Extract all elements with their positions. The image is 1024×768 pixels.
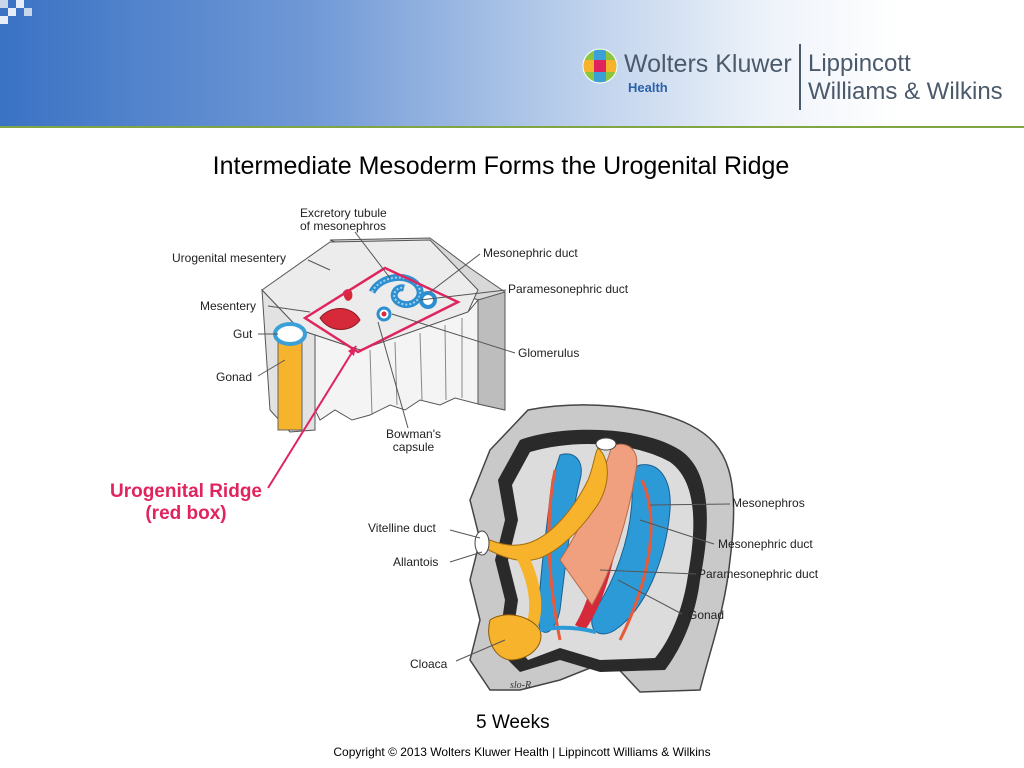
corner-square <box>24 8 32 16</box>
top-leader-lines <box>257 231 516 429</box>
embryo-5-weeks-illustration: slo-R <box>469 404 735 693</box>
label-paramesonephric-duct-bottom: Paramesonephric duct <box>698 567 819 581</box>
header-rule <box>0 126 1024 128</box>
partner-name-line1: Lippincott <box>808 50 911 77</box>
label-gonad-top: Gonad <box>216 370 253 384</box>
label-mesonephric-duct-top: Mesonephric duct <box>483 246 578 260</box>
brand-name: Wolters Kluwer <box>624 50 792 78</box>
bottom-leader-lines <box>449 503 731 662</box>
cross-section-illustration <box>261 237 506 489</box>
label-glomerulus: Glomerulus <box>518 346 580 360</box>
corner-square <box>8 8 16 16</box>
label-vitelline-duct: Vitelline duct <box>368 521 436 535</box>
copyright-footer: Copyright © 2013 Wolters Kluwer Health |… <box>333 745 711 759</box>
brand-sub: Health <box>628 80 668 95</box>
partner-name-line2: Williams & Wilkins <box>808 78 1003 105</box>
label-mesonephros: Mesonephros <box>732 496 805 510</box>
corner-square <box>0 16 8 24</box>
label-cloaca: Cloaca <box>410 657 448 671</box>
artist-signature: slo-R <box>510 680 531 691</box>
corner-square <box>0 0 8 8</box>
header-band <box>0 0 1024 128</box>
label-gonad-bottom: Gonad <box>688 608 725 622</box>
label-gut: Gut <box>233 327 253 341</box>
logo-divider <box>799 44 801 110</box>
label-paramesonephric-duct-top: Paramesonephric duct <box>508 282 629 296</box>
label-excretory-tubule: Excretory tubule of mesonephros <box>300 206 387 233</box>
slide-title: Intermediate Mesoderm Forms the Urogenit… <box>212 152 790 180</box>
label-allantois: Allantois <box>393 555 439 569</box>
label-mesentery: Mesentery <box>200 299 257 313</box>
stage-label: 5 Weeks <box>476 712 550 733</box>
label-bowmans-capsule: Bowman's capsule <box>386 427 441 454</box>
label-mesonephric-duct-bottom: Mesonephric duct <box>718 537 813 551</box>
publisher-logo: Wolters Kluwer Health Lippincott William… <box>580 40 1020 116</box>
label-urogenital-mesentery: Urogenital mesentery <box>172 251 287 265</box>
wolters-kluwer-logo-icon <box>582 48 618 84</box>
corner-square <box>16 0 24 8</box>
urogenital-ridge-callout: Urogenital Ridge (red box) <box>109 481 262 524</box>
